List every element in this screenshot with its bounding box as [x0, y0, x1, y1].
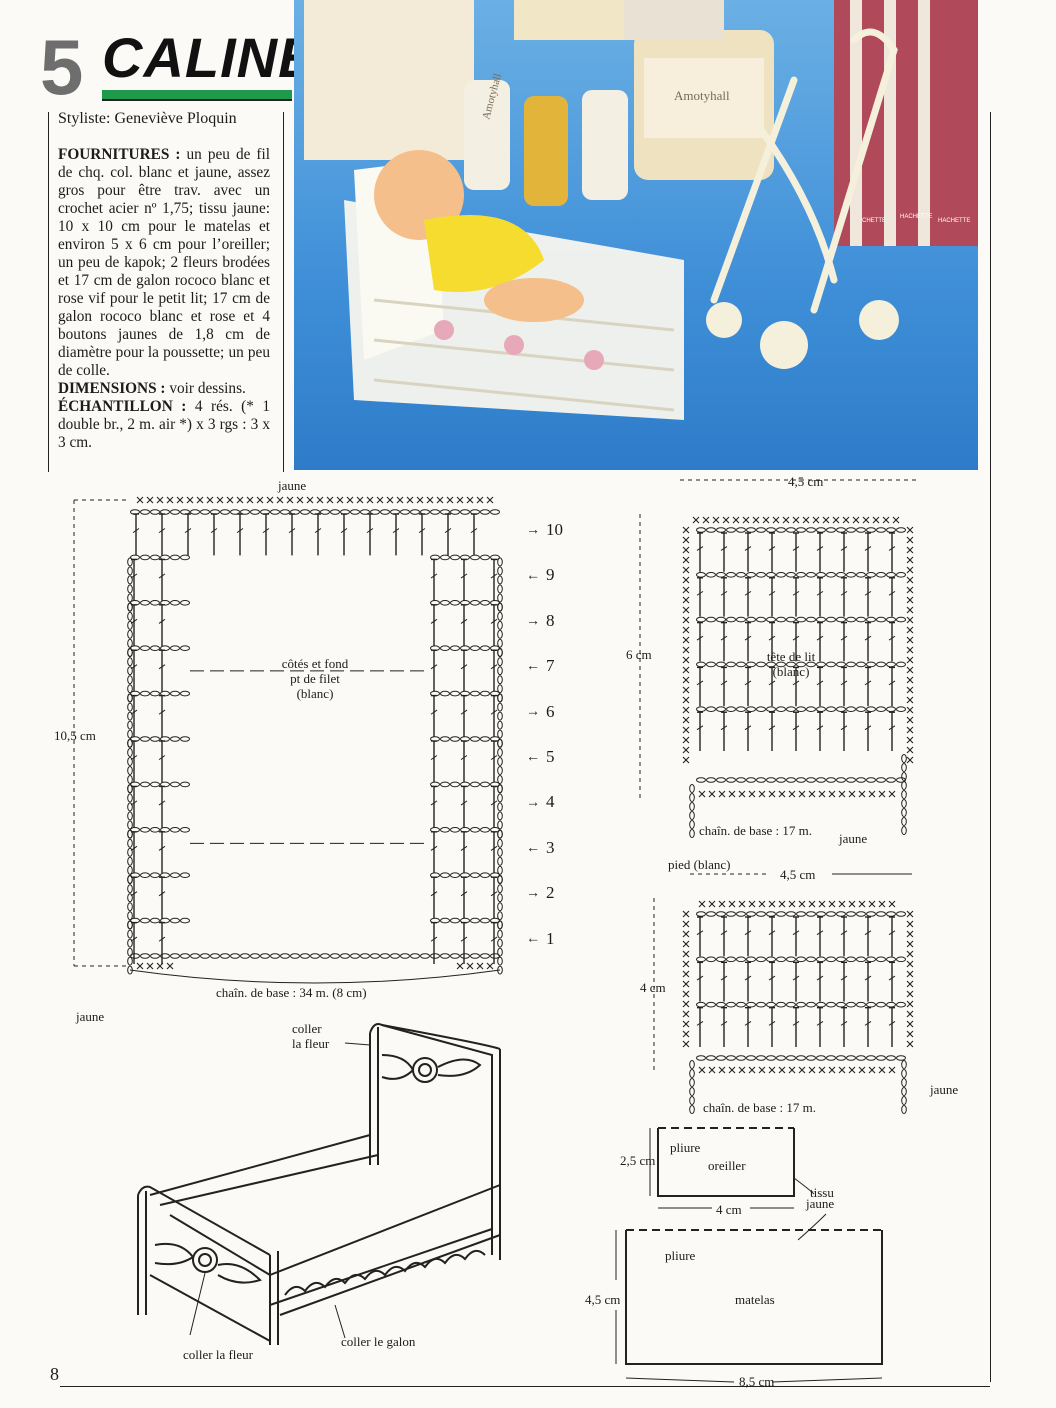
- row-number-9: 9: [546, 565, 555, 585]
- photo-box-2: HACHETTE: [900, 214, 932, 220]
- mattress-name: matelas: [735, 1292, 775, 1307]
- photo-box-3: HACHETTE: [938, 218, 970, 224]
- page-rule-right: [990, 112, 991, 1382]
- row-number-1: 1: [546, 928, 555, 948]
- head-width-label: 4,5 cm: [788, 474, 824, 489]
- column-rule-right: [283, 112, 284, 472]
- article-number: 5: [40, 23, 84, 111]
- pillow-fabric-label-1: tissu: [810, 1185, 834, 1200]
- dimensions-text: voir dessins.: [169, 380, 246, 397]
- pattern-pieces: [615, 1127, 883, 1383]
- row-number-6: 6: [546, 701, 555, 721]
- head-height-label: 6 cm: [626, 647, 652, 662]
- foot-top-label: pied (blanc): [668, 857, 731, 872]
- main-height-label: 10,5 cm: [54, 728, 96, 743]
- row-arrow: →: [526, 612, 540, 628]
- echantillon-label: ÉCHANTILLON :: [58, 398, 187, 415]
- mattress-height-label: 4,5 cm: [585, 1292, 621, 1307]
- row-arrow: ←: [526, 657, 540, 673]
- photo-label-2: Amotyhall: [674, 88, 730, 103]
- fournitures-text: un peu de fil de chq. col. blanc et jaun…: [58, 146, 270, 379]
- column-rule-left: [48, 112, 49, 472]
- photo-illustration: Amotyhall Amotyhall CHETTE HACHETTE HACH…: [304, 0, 978, 420]
- row-arrow: →: [526, 521, 540, 537]
- echantillon-text: 4 rés. (* 1 double br., 2 m. air *) x 3 …: [58, 398, 271, 451]
- product-photo: Amotyhall Amotyhall CHETTE HACHETTE HACH…: [294, 0, 978, 470]
- crochet-chart-head: [639, 479, 918, 838]
- dimensions-label: DIMENSIONS :: [58, 380, 166, 397]
- pillow-fabric-label-2: jaune: [806, 1196, 835, 1211]
- row-arrow: →: [526, 884, 540, 900]
- crochet-chart-foot: [653, 873, 914, 1114]
- main-bottom-left-label: jaune: [76, 1009, 105, 1024]
- foot-height-label: 4 cm: [640, 980, 666, 995]
- bed-drawing: [137, 1023, 501, 1345]
- pillow-fold-label: pliure: [670, 1140, 701, 1155]
- supplies-text: FOURNITURES : un peu de fil de chq. col.…: [58, 146, 270, 452]
- head-center-label-1: tête de lit: [766, 649, 816, 664]
- mattress-fold-label: pliure: [665, 1248, 696, 1263]
- bed-label-flower-top-2: la fleur: [292, 1036, 330, 1051]
- row-arrow: ←: [526, 748, 540, 764]
- pillow-name: oreiller: [708, 1158, 746, 1173]
- bed-label-galon: coller le galon: [341, 1334, 416, 1349]
- main-top-label: jaune: [278, 478, 307, 493]
- main-center-label-2: pt de filet: [290, 671, 340, 686]
- photo-box-1: CHETTE: [862, 218, 886, 224]
- title-underline: [102, 90, 292, 99]
- foot-width-label: 4,5 cm: [780, 867, 816, 882]
- main-center-label-3: (blanc): [296, 686, 334, 701]
- row-number-5: 5: [546, 747, 555, 766]
- foot-base-label: chaîn. de base : 17 m.: [703, 1100, 816, 1115]
- row-arrow: →: [526, 703, 540, 719]
- pillow-height-label: 2,5 cm: [620, 1153, 656, 1168]
- head-base-label: chaîn. de base : 17 m.: [699, 823, 812, 838]
- fournitures-label: FOURNITURES :: [58, 146, 181, 163]
- row-number-8: 8: [546, 610, 555, 630]
- row-arrow: →: [526, 793, 540, 809]
- main-center-label-1: côtés et fond: [281, 656, 349, 671]
- bed-label-flower-bottom: coller la fleur: [183, 1347, 254, 1362]
- foot-corner-label: jaune: [930, 1082, 959, 1097]
- head-center-label-2: (blanc): [772, 664, 810, 679]
- row-arrow: ←: [526, 839, 540, 855]
- row-arrow: ←: [526, 566, 540, 582]
- stylist-credit: Styliste: Geneviève Ploquin: [58, 110, 237, 127]
- bed-label-flower-top-1: coller: [292, 1021, 322, 1036]
- row-number-4: 4: [546, 792, 555, 812]
- header-rule: [102, 99, 292, 101]
- row-number-2: 2: [546, 883, 555, 903]
- row-number-7: 7: [546, 656, 555, 676]
- page-rule-bottom: [60, 1386, 990, 1387]
- mattress-width-label: 8,5 cm: [739, 1374, 775, 1389]
- row-number-10: 10: [546, 520, 563, 539]
- pillow-width-label: 4 cm: [716, 1202, 742, 1217]
- page-number: 8: [50, 1364, 59, 1384]
- row-arrow: ←: [526, 930, 540, 946]
- main-base-label: chaîn. de base : 34 m. (8 cm): [216, 985, 367, 1000]
- head-corner-label: jaune: [839, 831, 868, 846]
- row-number-3: 3: [546, 837, 555, 857]
- crochet-chart-main: → ← → ← → ← → ← → ←: [73, 496, 540, 984]
